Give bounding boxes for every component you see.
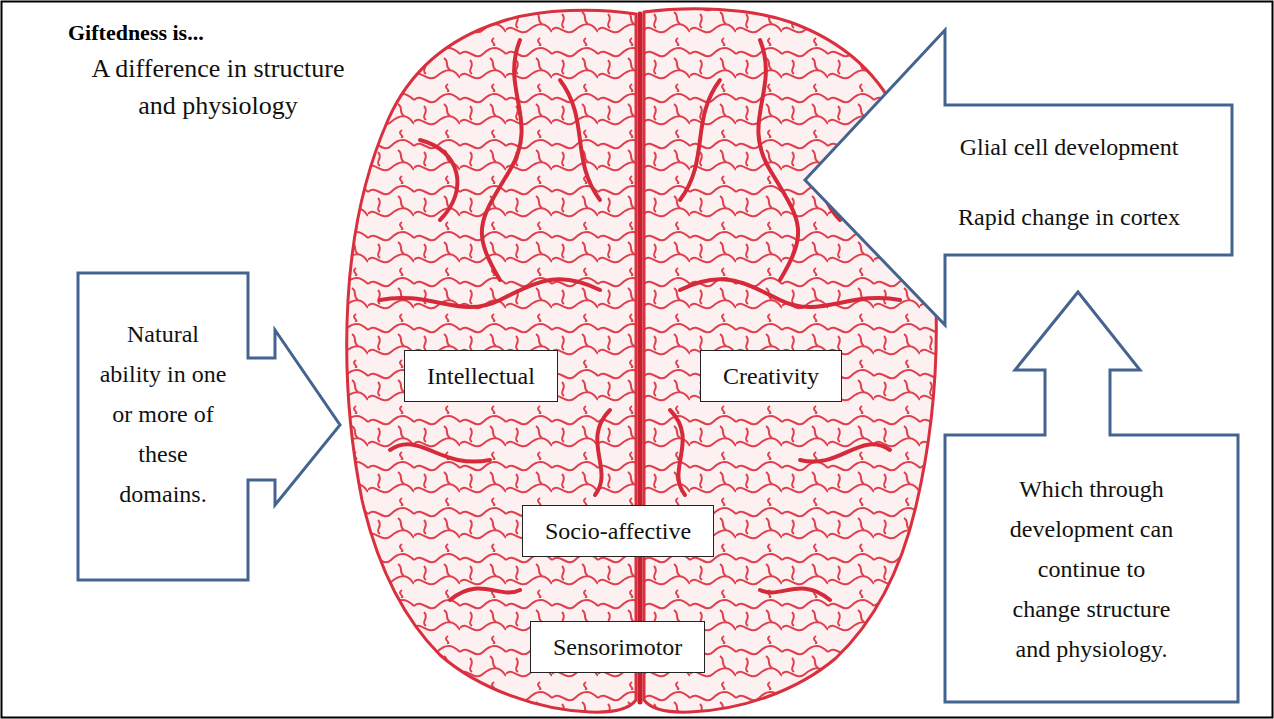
callout-text: Glial cell development: [960, 132, 1179, 162]
callout-text: Rapid change in cortex: [958, 202, 1180, 232]
sulcus: [758, 40, 798, 280]
title: Giftedness is...: [68, 20, 204, 46]
text-area: Natural ability in one or more of these …: [82, 279, 244, 549]
arrow-shape: [945, 292, 1238, 702]
domain-box: Sensorimotor: [530, 621, 705, 673]
sulcus: [595, 410, 610, 495]
sulcus: [680, 80, 720, 200]
sulcus: [420, 140, 457, 220]
sulcus: [560, 80, 600, 200]
sulcus: [680, 279, 900, 307]
text-area: Which through development can continue t…: [949, 440, 1234, 698]
domain-label: Sensorimotor: [553, 632, 682, 662]
sulci: [380, 14, 900, 702]
callout-text: Which through development can continue t…: [1010, 469, 1174, 669]
hemisphere-outline: [347, 10, 636, 712]
sulcus: [760, 588, 830, 600]
up-arrow-callout: Which through development can continue t…: [943, 290, 1241, 705]
domain-box: Intellectual: [404, 350, 558, 402]
longitudinal-fissure: [638, 14, 643, 702]
domain-label: Intellectual: [427, 361, 535, 391]
sulcus: [482, 40, 522, 280]
sulcus: [670, 410, 685, 495]
left-arrow-callout: Glial cell developmentRapid change in co…: [803, 28, 1235, 328]
left-hemisphere: [347, 10, 636, 712]
domain-label: Socio-affective: [545, 516, 691, 546]
arrow-outline: [803, 28, 1235, 328]
text-area: Glial cell developmentRapid change in co…: [913, 120, 1225, 244]
sulcus: [390, 444, 490, 461]
domain-label: Creativity: [723, 361, 819, 391]
right-arrow-callout: Natural ability in one or more of these …: [76, 271, 344, 583]
callout-text: Natural ability in one or more of these …: [97, 314, 229, 514]
arrow-shape: [78, 273, 340, 580]
hemisphere-ground: [347, 10, 636, 712]
domain-box: Socio-affective: [522, 505, 714, 557]
subtitle: A difference in structure and physiology: [78, 50, 358, 124]
domain-box: Creativity: [700, 350, 842, 402]
sulcus: [380, 279, 600, 307]
sulcus: [800, 444, 890, 461]
sulcus: [450, 588, 520, 600]
arrow-shape: [805, 30, 1232, 325]
